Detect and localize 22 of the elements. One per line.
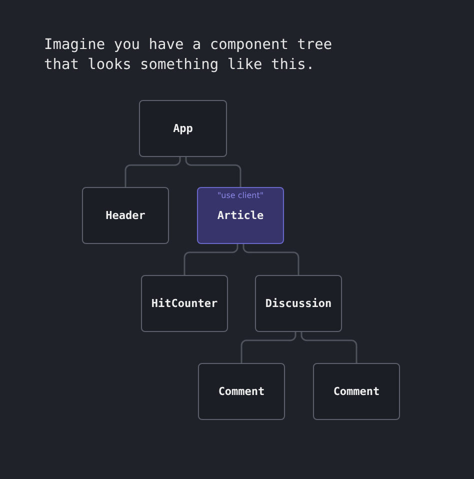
- component-name: Header: [106, 209, 146, 222]
- component-name: Discussion: [265, 297, 332, 310]
- component-box: [82, 187, 169, 244]
- component-name: Comment: [218, 385, 265, 398]
- connector-line: [124, 157, 181, 187]
- connector-line: [300, 332, 358, 363]
- component-name: HitCounter: [151, 297, 218, 310]
- component-box: [198, 363, 285, 420]
- connector-line: [240, 332, 296, 363]
- directive-label: "use client": [217, 191, 264, 200]
- component-box: [313, 363, 400, 420]
- highlighted-component-box: [197, 187, 284, 244]
- component-name: App: [173, 122, 193, 135]
- component-name: Article: [217, 209, 264, 222]
- component-box: [141, 275, 228, 332]
- connector-line: [185, 157, 242, 187]
- heading-text: Imagine you have a component tree that looks something like this.: [44, 36, 334, 75]
- connector-line: [242, 244, 300, 275]
- connector-line: [184, 244, 238, 275]
- component-box: [139, 100, 227, 157]
- component-name: Comment: [333, 385, 380, 398]
- component-box: [255, 275, 342, 332]
